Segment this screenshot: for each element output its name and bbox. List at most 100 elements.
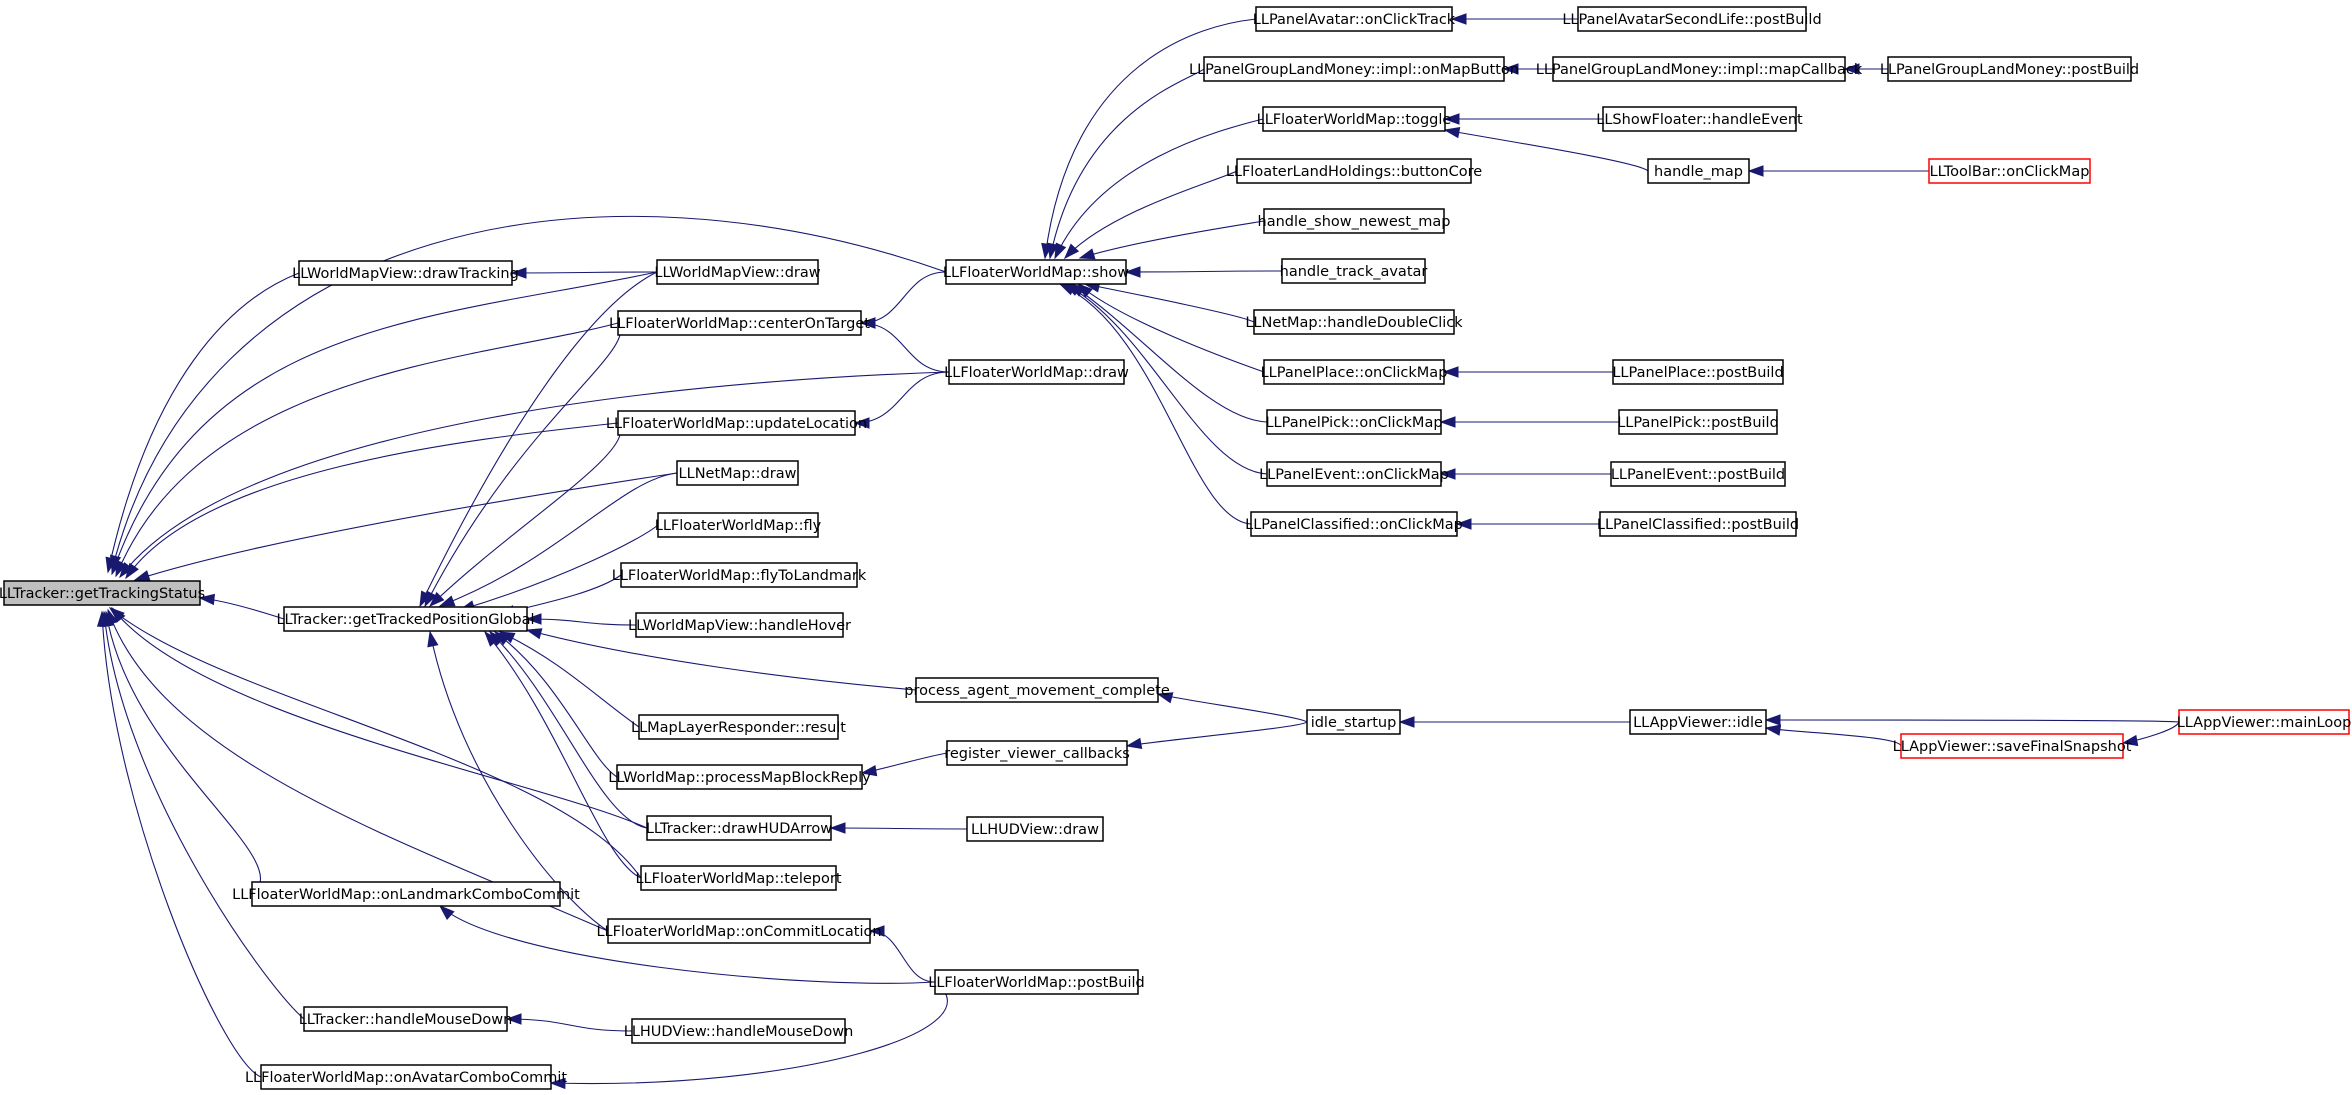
node-box [1253, 309, 1455, 335]
node-box [948, 359, 1125, 385]
node-tracking-status[interactable]: LLTracker::getTrackingStatus [0, 580, 205, 606]
edge-handle_map-to-fwm_toggle [1444, 129, 1649, 172]
node-panelclassified-onClickMap[interactable]: LLPanelClassified::onClickMap [1245, 511, 1463, 537]
node-box [656, 259, 819, 285]
node-box [251, 881, 561, 907]
node-fwm-updateLocation[interactable]: LLFloaterWorldMap::updateLocation [606, 410, 867, 436]
node-label: LLPanelGroupLandMoney::impl::mapCallback [1536, 62, 1863, 78]
node-fwm-toggle[interactable]: LLFloaterWorldMap::toggle [1257, 106, 1452, 132]
node-fwm-onAvatarCombo[interactable]: LLFloaterWorldMap::onAvatarComboCommit [245, 1064, 567, 1090]
node-flh-buttonCore[interactable]: LLFloaterLandHoldings::buttonCore [1226, 158, 1482, 184]
edge-idle_startup-to-process_agent_move-arrowhead [1156, 692, 1174, 704]
edge-hudview_handleMouseDown-to-tracker_handleMouseDown [506, 1018, 633, 1032]
edge-wmv_draw-to-wmv_drawTracking [511, 271, 658, 274]
edge-tracker_handleMouseDown-to-tracking_status [103, 611, 305, 1020]
node-label: LLFloaterWorldMap::flyToLandmark [612, 568, 867, 584]
node-handle-map[interactable]: handle_map [1647, 158, 1750, 184]
node-panelevent-postBuild[interactable]: LLPanelEvent::postBuild [1610, 461, 1786, 487]
node-box [635, 612, 844, 638]
edge-handle_track_avatar-to-fwm_show-arrowhead [1124, 266, 1141, 278]
node-box [1887, 56, 2132, 82]
edge-fwm_postBuild-to-fwm_onLandmarkCombo-arrowhead [438, 905, 455, 920]
node-appviewer-idle[interactable]: LLAppViewer::idle [1629, 709, 1767, 735]
node-label: LLFloaterLandHoldings::buttonCore [1226, 164, 1482, 180]
edge-flh_buttonCore-to-fwm_show-arrowhead [1063, 243, 1080, 260]
edge-fwm_updateLocation-to-tracking_status [125, 422, 619, 579]
node-box [1599, 511, 1797, 537]
node-wmv-handleHover[interactable]: LLWorldMapView::handleHover [628, 612, 851, 638]
edge-process_agent_move-to-tracker_getTrackedPos-arrowhead [525, 628, 543, 640]
node-label: LLHUDView::handleMouseDown [624, 1024, 854, 1040]
edge-fwm_postBuild-to-fwm_onLandmarkCombo [439, 905, 936, 984]
node-fwm-onLandmarkCombo[interactable]: LLFloaterWorldMap::onLandmarkComboCommit [232, 881, 580, 907]
node-panelclassified-postBuild[interactable]: LLPanelClassified::postBuild [1597, 511, 1799, 537]
edge-fwm_fly-to-tracker_getTrackedPos [459, 524, 659, 611]
node-maplayer-result[interactable]: LLMapLayerResponder::result [631, 714, 846, 740]
edge-fwm_teleport-to-tracking_status-arrowhead [108, 607, 125, 622]
edge-handle_track_avatar-to-fwm_show [1125, 270, 1283, 273]
edge-appviewer_mainLoop-to-appviewer_saveFinalSnapshot-arrowhead [2121, 734, 2139, 747]
node-netmap-draw[interactable]: LLNetMap::draw [676, 460, 799, 486]
edge-toolbar_onClickMap-to-handle_map-arrowhead [1747, 165, 1764, 177]
edge-layer [96, 13, 2180, 1090]
node-fwm-onCommitLocation[interactable]: LLFloaterWorldMap::onCommitLocation [596, 918, 882, 944]
node-pglm-postBuild[interactable]: LLPanelGroupLandMoney::postBuild [1880, 56, 2139, 82]
node-appviewer-saveFinalSnapshot[interactable]: LLAppViewer::saveFinalSnapshot [1893, 733, 2132, 759]
node-panelpick-onClickMap[interactable]: LLPanelPick::onClickMap [1265, 409, 1443, 435]
node-handle-track-avatar[interactable]: handle_track_avatar [1280, 258, 1428, 284]
node-fwm-centerOnTarget[interactable]: LLFloaterWorldMap::centerOnTarget [609, 310, 870, 336]
edge-netmap_draw-to-tracker_getTrackedPos-arrowhead [438, 595, 456, 607]
node-fwm-teleport[interactable]: LLFloaterWorldMap::teleport [635, 865, 842, 891]
node-appviewer-mainLoop[interactable]: LLAppViewer::mainLoop [2177, 709, 2352, 735]
edge-panelpick_onClickMap-to-fwm_show [1069, 283, 1268, 423]
node-panelplace-postBuild[interactable]: LLPanelPlace::postBuild [1612, 359, 1784, 385]
node-fwm-flyToLandmark[interactable]: LLFloaterWorldMap::flyToLandmark [612, 562, 867, 588]
node-box [617, 310, 862, 336]
node-wmv-drawTracking[interactable]: LLWorldMapView::drawTracking [292, 260, 519, 286]
node-toolbar-onClickMap[interactable]: LLToolBar::onClickMap [1928, 158, 2091, 184]
node-wmv-draw[interactable]: LLWorldMapView::draw [654, 259, 821, 285]
edge-appviewer_mainLoop-to-appviewer_idle-arrowhead [1764, 714, 1781, 726]
edge-wmv_draw-to-tracker_getTrackedPos [419, 271, 658, 607]
edge-fwm_draw-to-fwm_centerOnTarget-arrowhead [859, 317, 876, 329]
node-tracker-handleMouseDown[interactable]: LLTracker::handleMouseDown [299, 1006, 513, 1032]
node-fwm-draw[interactable]: LLFloaterWorldMap::draw [944, 359, 1129, 385]
node-fwm-show[interactable]: LLFloaterWorldMap::show [943, 259, 1129, 285]
node-hudview-draw[interactable]: LLHUDView::draw [966, 816, 1104, 842]
node-wm-processMapBlock[interactable]: LLWorldMap::processMapBlockReply [608, 764, 871, 790]
node-label: LLPanelAvatar::onClickTrack [1253, 12, 1456, 28]
node-panelplace-onClickMap[interactable]: LLPanelPlace::onClickMap [1261, 359, 1448, 385]
node-showfloater-handleEvent[interactable]: LLShowFloater::handleEvent [1596, 106, 1803, 132]
node-box [1610, 461, 1786, 487]
node-tracker-drawHUDArrow[interactable]: LLTracker::drawHUDArrow [646, 815, 832, 841]
node-pglm-onMapButton[interactable]: LLPanelGroupLandMoney::impl::onMapButton [1189, 56, 1519, 82]
edge-fwm_onCommitLocation-to-tracker_getTrackedPos [429, 631, 609, 932]
node-pglm-mapCallback[interactable]: LLPanelGroupLandMoney::impl::mapCallback [1536, 56, 1863, 82]
edge-fwm_draw-to-fwm_updateLocation [854, 371, 950, 424]
node-label: LLFloaterWorldMap::fly [655, 518, 822, 534]
node-idle-startup[interactable]: idle_startup [1306, 709, 1401, 735]
node-tracker-getTrackedPos[interactable]: LLTracker::getTrackedPositionGlobal [276, 606, 535, 632]
node-panelavatar-onClickTrack[interactable]: LLPanelAvatar::onClickTrack [1253, 6, 1456, 32]
node-panelavatarsl-postBuild[interactable]: LLPanelAvatarSecondLife::postBuild [1562, 6, 1822, 32]
node-panelevent-onClickMap[interactable]: LLPanelEvent::onClickMap [1259, 461, 1449, 487]
node-fwm-postBuild[interactable]: LLFloaterWorldMap::postBuild [928, 969, 1145, 995]
node-netmap-handleDoubleClick[interactable]: LLNetMap::handleDoubleClick [1245, 309, 1463, 335]
edge-hudview_draw-to-tracker_drawHUDArrow-arrowhead [829, 822, 846, 834]
node-register-viewer-cb[interactable]: register_viewer_callbacks [944, 740, 1130, 766]
edge-fwm_onLandmarkCombo-to-tracking_status [105, 611, 261, 895]
node-panelpick-postBuild[interactable]: LLPanelPick::postBuild [1617, 409, 1779, 435]
node-label: LLFloaterWorldMap::teleport [635, 871, 841, 887]
node-hudview-handleMouseDown[interactable]: LLHUDView::handleMouseDown [624, 1018, 854, 1044]
edge-panelclassified_postBuild-to-panelclassified_onClickMap-arrowhead [1455, 518, 1472, 530]
node-box [616, 764, 863, 790]
node-fwm-fly[interactable]: LLFloaterWorldMap::fly [655, 512, 822, 538]
node-box [1552, 56, 1846, 82]
node-box [1262, 106, 1446, 132]
node-box [676, 460, 799, 486]
node-label: LLAppViewer::idle [1633, 715, 1763, 731]
node-label: LLTracker::getTrackedPositionGlobal [276, 612, 534, 628]
node-label: LLFloaterWorldMap::updateLocation [606, 416, 867, 432]
node-process-agent-move[interactable]: process_agent_movement_complete [904, 677, 1170, 703]
node-handle-show-newest-map[interactable]: handle_show_newest_map [1258, 208, 1451, 234]
